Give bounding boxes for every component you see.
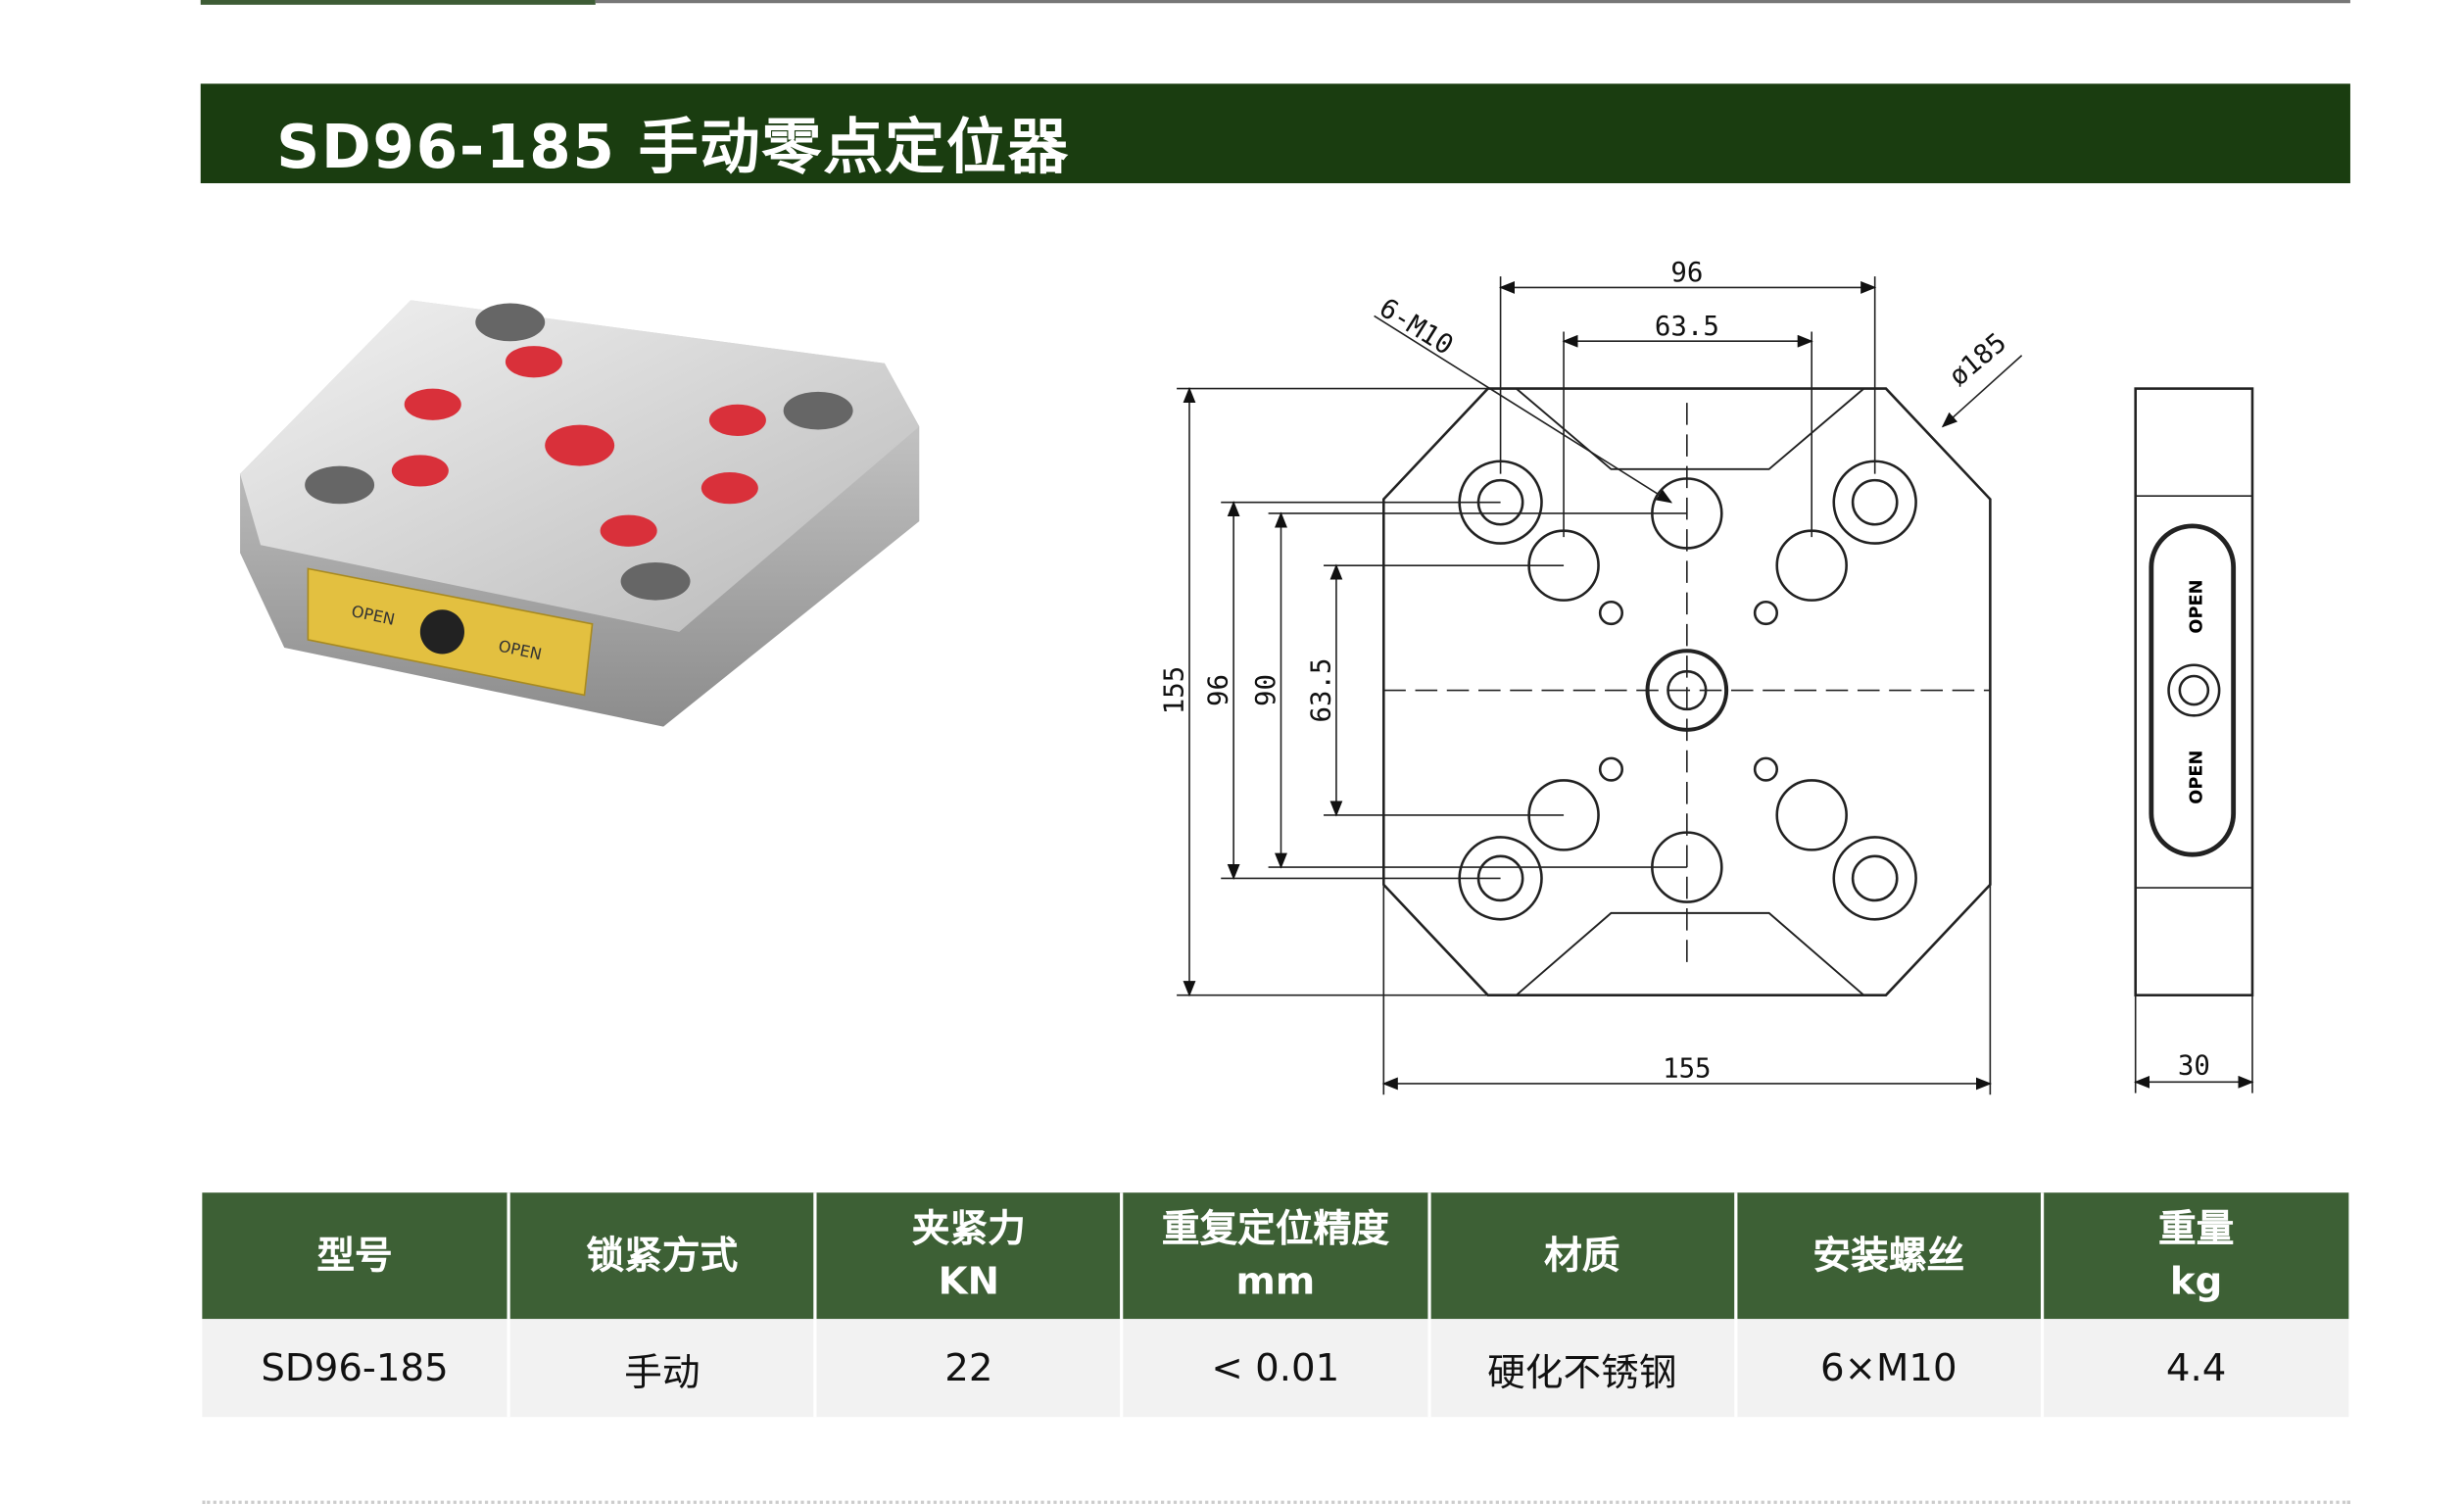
top-accent-bar [200,0,596,5]
dim-side-30: 30 [2178,1050,2210,1081]
cell-repeatability: < 0.01 [1122,1319,1430,1418]
col-material: 材质 [1428,1192,1737,1320]
table-row: SD96-185 手动 22 < 0.01 硬化不锈钢 6×M10 4.4 [202,1319,2349,1418]
col-lock-method: 锁紧方式 [508,1192,817,1320]
page-title: SD96-185 手动零点定位器 [276,112,1070,182]
actuator-socket [419,609,464,655]
dim-left-90: 90 [1251,674,1281,706]
dim-thread: 6-M10 [1374,293,1458,362]
side-open-label-2: OPEN [2187,751,2206,804]
side-view-drawing [2134,387,2254,1093]
dim-left-155: 155 [1160,666,1190,714]
cell-lock-method: 手动 [508,1319,817,1418]
dim-top-63-5: 63.5 [1655,312,1719,342]
cell-material: 硬化不锈钢 [1428,1319,1737,1418]
side-open-label-1: OPEN [2187,580,2206,634]
dim-diameter: ø185 [1944,327,2012,392]
cell-clamp-force: 22 [815,1319,1124,1418]
dim-top-96: 96 [1670,258,1703,288]
dim-left-63-5: 63.5 [1306,658,1336,723]
product-photo: OPEN OPEN [240,300,920,727]
col-screws: 安装螺丝 [1735,1192,2044,1320]
dim-left-96: 96 [1204,674,1234,706]
cell-screws: 6×M10 [1735,1319,2044,1418]
col-model: 型号 [202,1192,510,1320]
mount-holes [305,303,853,601]
dimension-lines [1177,276,2023,1095]
dim-bottom-155: 155 [1663,1054,1711,1085]
top-view-drawing [1177,276,2023,1095]
bolt-holes [1458,460,1917,921]
cell-model: SD96-185 [202,1319,510,1418]
top-divider [595,0,2350,4]
red-caps [391,346,766,547]
bottom-dotted-divider [202,1500,2350,1504]
title-banner: SD96-185 手动零点定位器 [200,83,2350,184]
cell-weight: 4.4 [2042,1319,2349,1418]
